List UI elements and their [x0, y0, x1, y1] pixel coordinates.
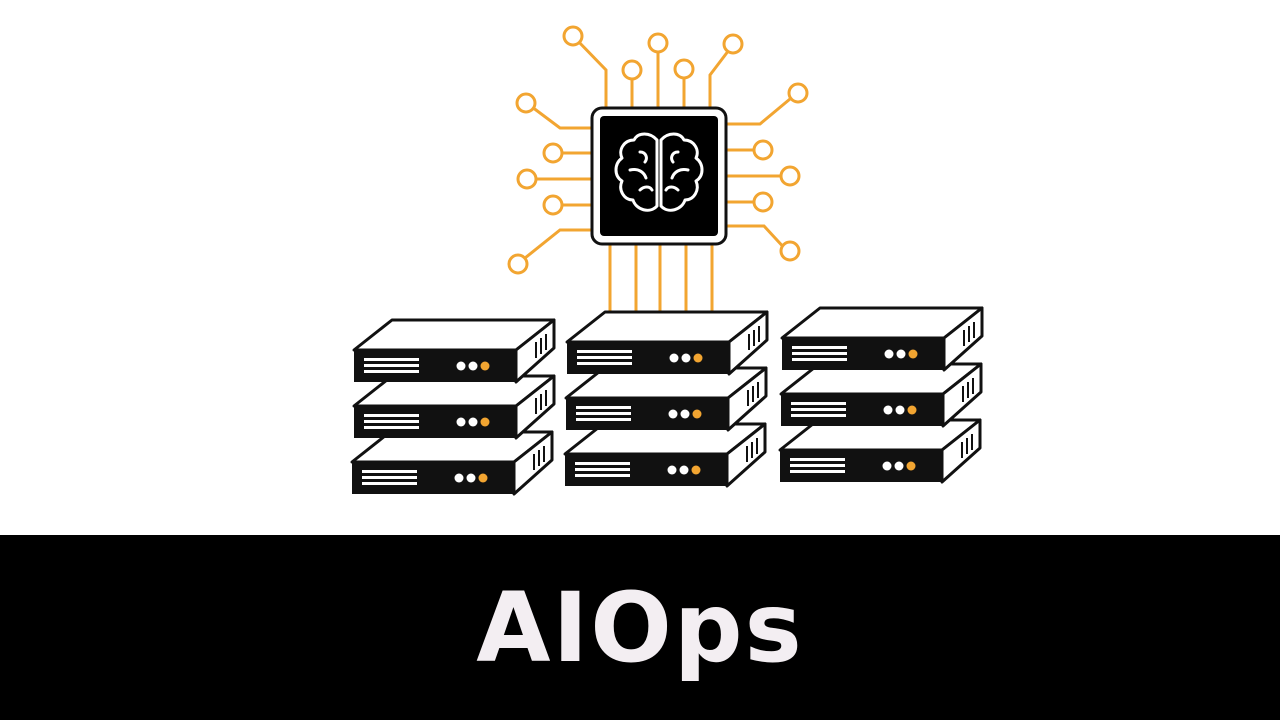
circuit-pads — [507, 25, 809, 275]
aiops-illustration — [350, 25, 984, 496]
server-stack-center — [563, 310, 769, 488]
server-rack-icon — [352, 374, 556, 440]
server-rack-icon — [564, 366, 768, 432]
title: AIOps — [476, 571, 804, 684]
server-rack-icon — [352, 318, 556, 384]
server-rack-icon — [779, 362, 983, 428]
server-stack-left — [350, 318, 556, 496]
ai-chip-icon — [590, 106, 728, 246]
brain-icon — [614, 132, 704, 212]
server-stack-right — [778, 306, 984, 484]
title-bar: AIOps — [0, 535, 1280, 720]
server-rack-icon — [778, 418, 982, 484]
server-rack-icon — [780, 306, 984, 372]
server-rack-icon — [350, 430, 554, 496]
server-rack-icon — [563, 422, 767, 488]
server-rack-icon — [565, 310, 769, 376]
